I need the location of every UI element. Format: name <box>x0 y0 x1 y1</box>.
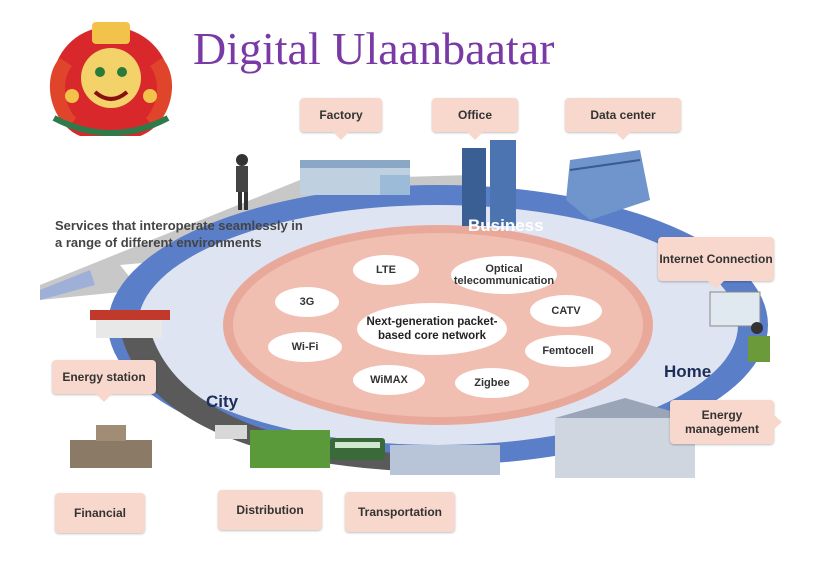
callout-financial: Financial <box>55 493 145 533</box>
callout-internet-connection: Internet Connection <box>658 237 774 289</box>
train-illustration <box>330 438 385 460</box>
callout-data-center: Data center <box>565 98 681 140</box>
callout-energy-station: Energy station <box>52 360 156 402</box>
office-towers-illustration <box>462 140 516 226</box>
factory-illustration <box>300 160 410 195</box>
tech-3g: 3G <box>275 287 339 317</box>
zone-business: Business <box>468 216 544 235</box>
data-center-illustration <box>566 150 650 220</box>
tech-catv: CATV <box>530 295 602 327</box>
person-figure-home <box>748 322 770 362</box>
callout-energy-management: Energy management <box>670 400 782 444</box>
callout-office: Office <box>432 98 518 140</box>
city-emblem <box>49 22 173 136</box>
callout-transportation: Transportation <box>345 492 455 532</box>
services-caption: Services that interoperate seamlessly in… <box>55 217 305 251</box>
tech-wimax: WiMAX <box>353 365 425 395</box>
tech-optical: Optical telecommunication <box>451 256 557 294</box>
callout-distribution: Distribution <box>218 490 322 530</box>
person-figure-business <box>236 154 248 210</box>
zone-city: City <box>206 392 239 411</box>
core-network: Next-generation packet-based core networ… <box>357 303 507 355</box>
tech-femtocell: Femtocell <box>525 335 611 367</box>
callout-factory: Factory <box>300 98 382 140</box>
financial-building-illustration <box>70 425 152 468</box>
tech-zigbee: Zigbee <box>455 368 529 398</box>
zone-home: Home <box>664 362 712 381</box>
tech-wifi: Wi-Fi <box>268 332 342 362</box>
tech-lte: LTE <box>353 255 419 285</box>
energy-station-illustration <box>90 310 170 338</box>
transportation-illustration <box>390 445 500 475</box>
page-title: Digital Ulaanbaatar <box>193 23 555 74</box>
services-arrow <box>40 270 95 300</box>
services-text: Services that interoperate seamlessly in… <box>55 218 303 250</box>
distribution-illustration <box>215 425 330 468</box>
